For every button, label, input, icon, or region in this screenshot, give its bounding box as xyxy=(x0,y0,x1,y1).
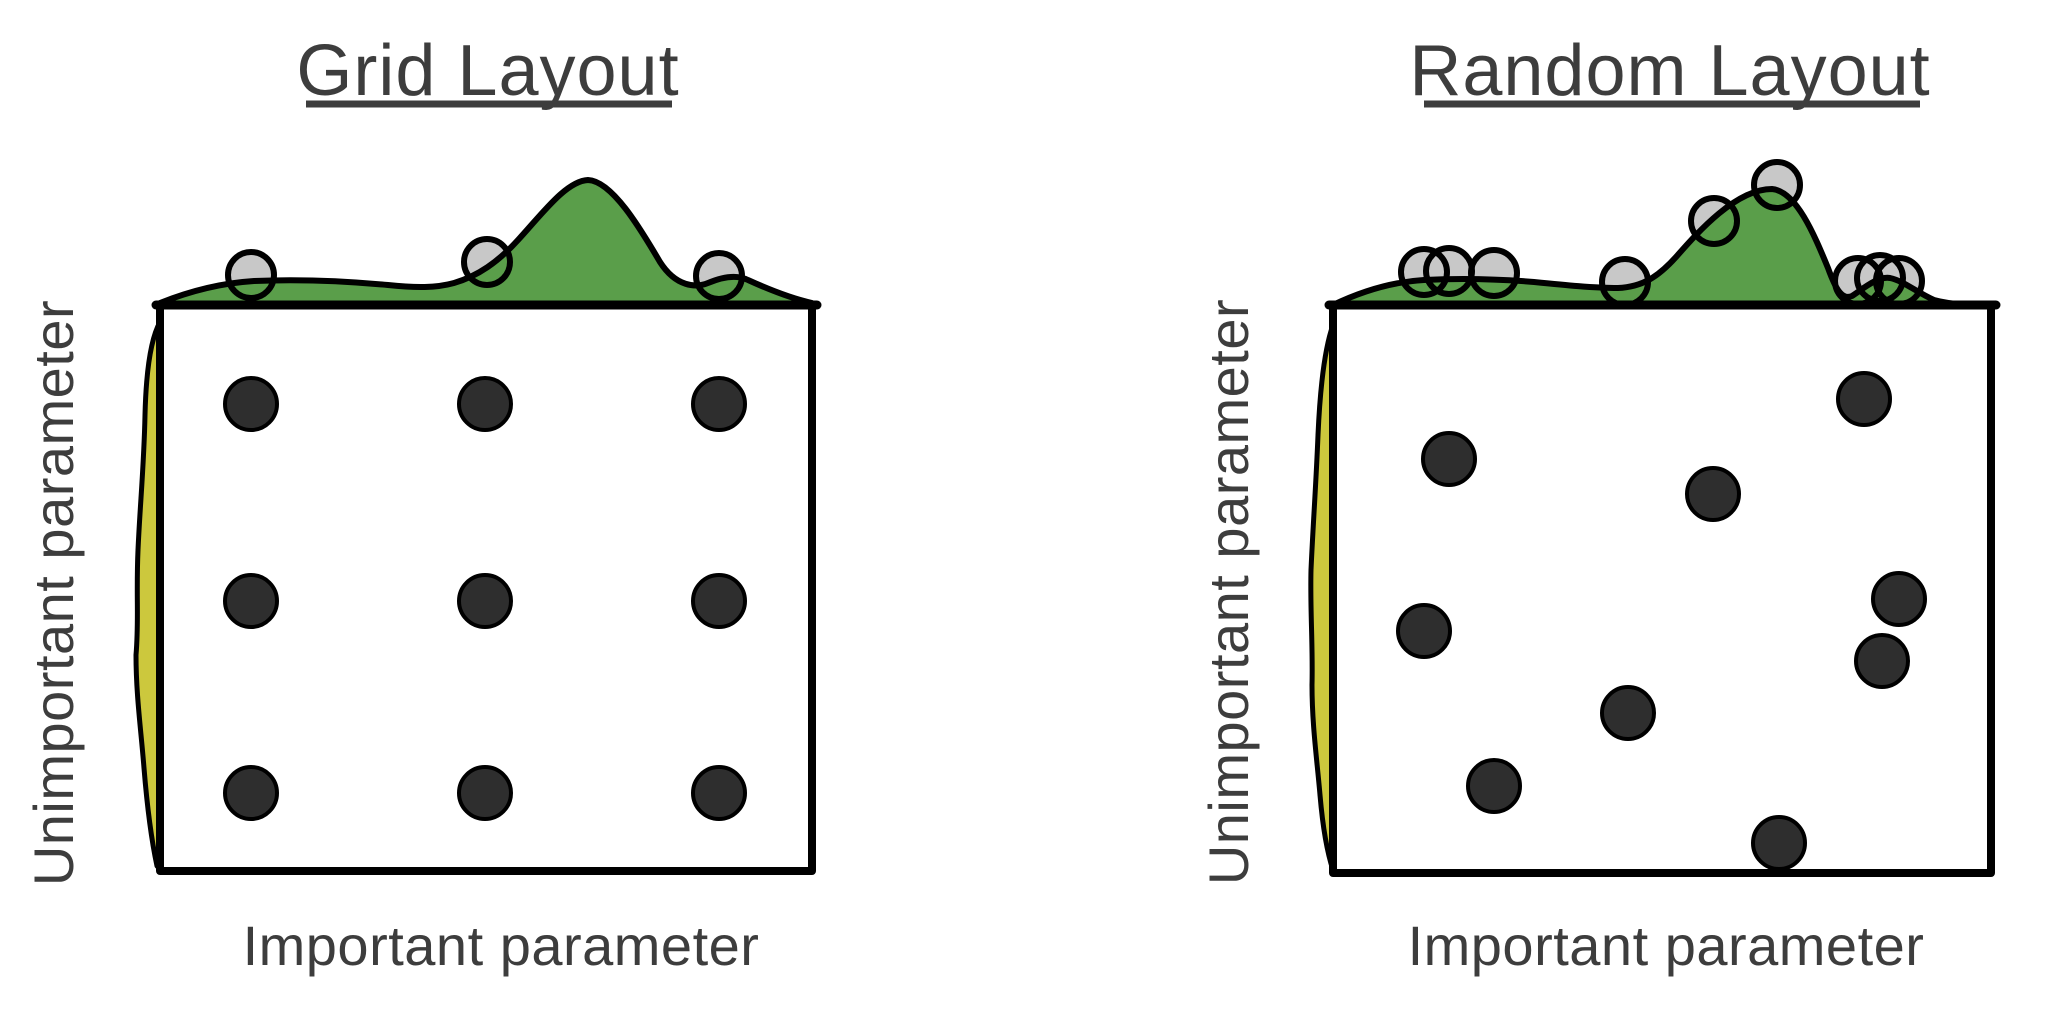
projection-marker-ring xyxy=(1599,256,1651,308)
sample-point-dot xyxy=(457,765,513,821)
sample-point-dot xyxy=(691,765,747,821)
sample-point-dot xyxy=(1396,603,1452,659)
sample-point-dot xyxy=(223,765,279,821)
projection-marker-ring xyxy=(1398,246,1450,298)
sample-point-dot xyxy=(1871,571,1927,627)
projection-marker-ring xyxy=(225,249,277,301)
projection-marker-ring xyxy=(1873,255,1925,307)
sample-point-dot xyxy=(691,573,747,629)
sample-point-dot xyxy=(1421,431,1477,487)
important-parameter-density xyxy=(1333,189,1991,305)
sample-point-dot xyxy=(1600,685,1656,741)
sample-point-dot xyxy=(223,573,279,629)
projection-marker-ring xyxy=(1854,252,1906,304)
sample-point-dot xyxy=(691,376,747,432)
projection-marker-ring xyxy=(1751,159,1803,211)
sample-point-dot xyxy=(457,376,513,432)
projection-marker-ring xyxy=(461,236,513,288)
important-parameter-density-outline xyxy=(1330,185,1994,308)
sample-point-dot xyxy=(1685,466,1741,522)
projection-marker-ring xyxy=(1688,195,1740,247)
important-parameter-density xyxy=(160,180,812,305)
random-layout-title: Random Layout xyxy=(1409,31,1930,111)
sample-point-dot xyxy=(1854,633,1910,689)
random-layout-panel xyxy=(1308,100,2001,877)
projection-marker-ring xyxy=(1832,255,1884,307)
sample-point-dot xyxy=(223,376,279,432)
sample-point-dot xyxy=(1466,758,1522,814)
projection-marker-ring xyxy=(693,250,745,302)
projection-marker-ring xyxy=(1468,247,1520,299)
sample-point-dot xyxy=(1836,371,1892,427)
grid-layout-panel xyxy=(133,100,822,875)
unimportant-parameter-density xyxy=(1308,322,1336,873)
random-y-axis-label: Unimportant parameter xyxy=(1197,299,1260,885)
grid-layout-title: Grid Layout xyxy=(296,31,679,111)
sample-point-dot xyxy=(1751,815,1807,871)
sample-point-dot xyxy=(457,573,513,629)
grid-x-axis-label: Important parameter xyxy=(243,914,760,977)
unimportant-parameter-density xyxy=(133,319,163,872)
random-x-axis-label: Important parameter xyxy=(1408,914,1925,977)
important-parameter-density-outline xyxy=(157,176,815,306)
grid-y-axis-label: Unimportant parameter xyxy=(22,300,85,886)
